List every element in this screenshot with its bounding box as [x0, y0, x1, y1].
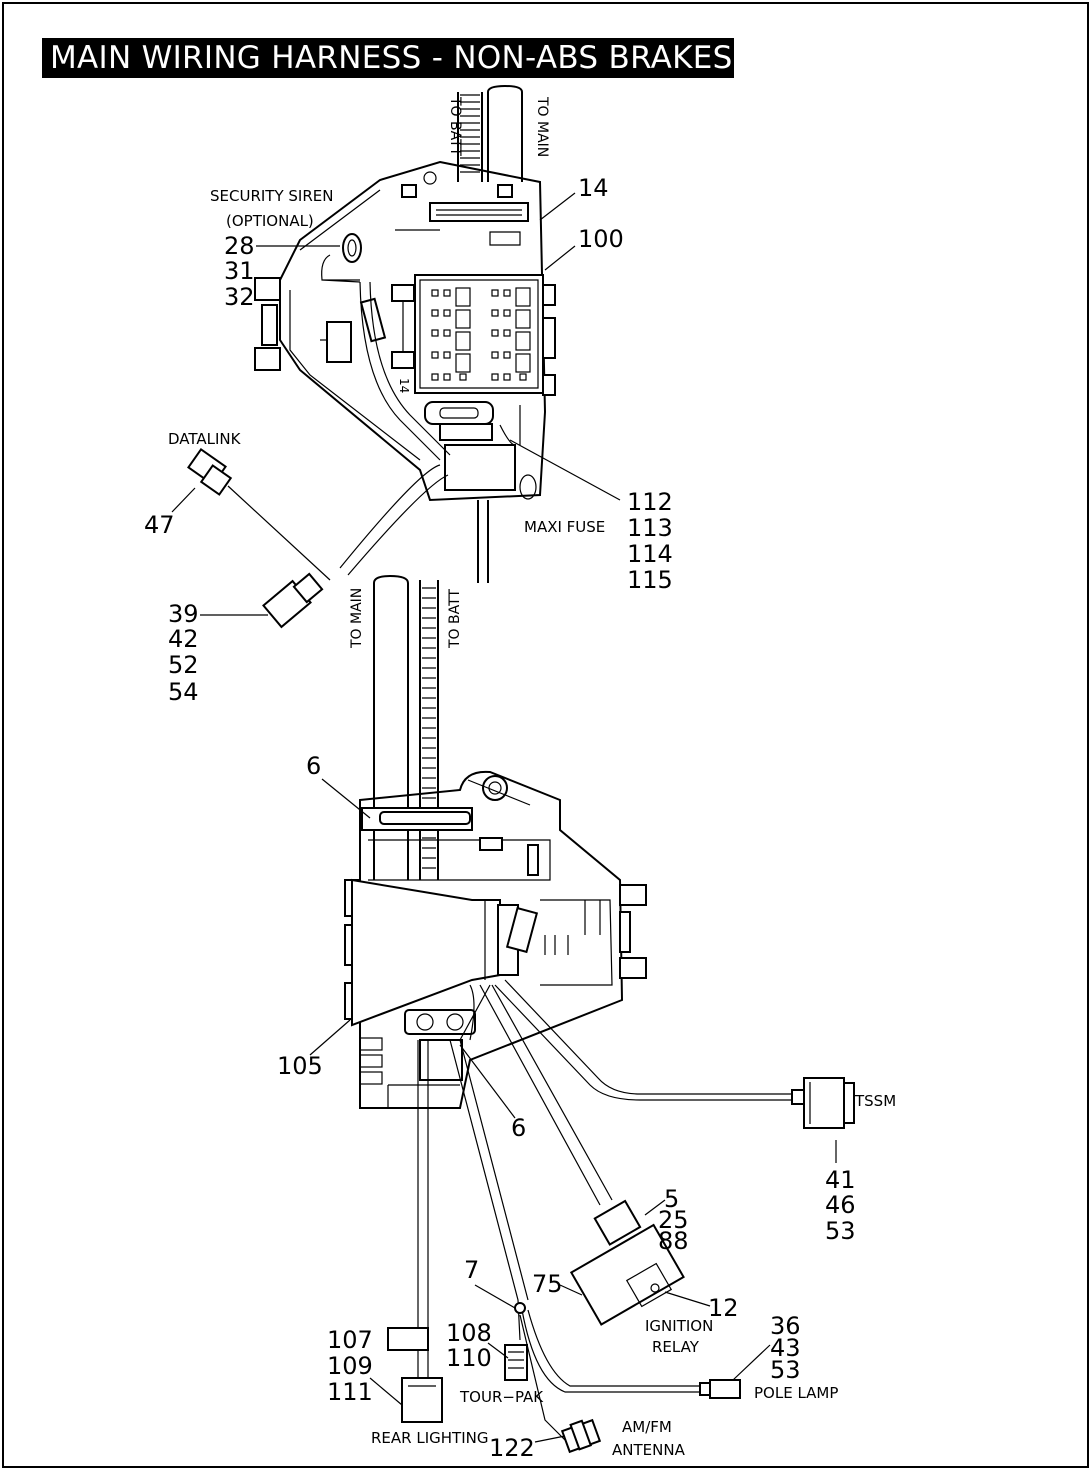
callout-110: 110 — [446, 1344, 492, 1372]
callout-88: 88 — [658, 1227, 689, 1255]
fuse-slots — [431, 287, 531, 381]
datalink-label: DATALINK — [168, 430, 241, 448]
leader-lines — [171, 192, 837, 1443]
callout-115: 115 — [627, 566, 673, 594]
callout-42: 42 — [168, 625, 199, 653]
fuse-block-mark: 14 — [397, 378, 411, 394]
antenna-label: ANTENNA — [612, 1441, 685, 1459]
callout-14: 14 — [578, 174, 609, 202]
datalink-harness — [187, 447, 449, 629]
title-bar — [42, 38, 734, 78]
callout-53-pole-lamp: 53 — [770, 1356, 801, 1384]
relay-label: RELAY — [652, 1338, 699, 1356]
callout-36: 36 — [770, 1312, 801, 1340]
lower-branch-wires — [387, 979, 855, 1454]
callout-12: 12 — [708, 1294, 739, 1322]
callout-111: 111 — [327, 1378, 373, 1406]
callout-114: 114 — [627, 540, 673, 568]
callout-25: 25 — [658, 1206, 689, 1234]
tour-pak-label: TOUR−PAK — [460, 1388, 544, 1406]
maxi-fuse-label: MAXI FUSE — [524, 518, 606, 536]
middle-harness-trunk — [373, 574, 439, 880]
callout-52: 52 — [168, 651, 199, 679]
callout-109: 109 — [327, 1352, 373, 1380]
ignition-label: IGNITION — [645, 1317, 714, 1335]
callout-108: 108 — [446, 1319, 492, 1347]
callout-28: 28 — [224, 232, 255, 260]
callout-32: 32 — [224, 283, 255, 311]
callout-113: 113 — [627, 514, 673, 542]
callout-107: 107 — [327, 1326, 373, 1354]
callout-6-top: 6 — [306, 752, 322, 780]
callout-54: 54 — [168, 678, 199, 706]
callout-100: 100 — [578, 225, 624, 253]
am-fm-label: AM/FM — [622, 1418, 672, 1436]
to-batt-mid-label: TO BATT — [447, 589, 463, 648]
callout-39: 39 — [168, 600, 199, 628]
callout-7: 7 — [464, 1256, 480, 1284]
rear-lighting-label: REAR LIGHTING — [371, 1429, 489, 1447]
to-main-mid-label: TO MAIN — [349, 587, 365, 648]
callout-47: 47 — [144, 511, 175, 539]
page-title: MAIN WIRING HARNESS - NON-ABS BRAKES — [50, 40, 733, 76]
callout-112: 112 — [627, 488, 673, 516]
callout-105: 105 — [277, 1052, 323, 1080]
callout-5: 5 — [664, 1185, 680, 1213]
tssm-label: TSSM — [855, 1092, 897, 1110]
callout-53-tssm: 53 — [825, 1217, 856, 1245]
security-siren-label: SECURITY SIREN — [210, 187, 334, 205]
pole-lamp-label: POLE LAMP — [754, 1384, 839, 1402]
optional-label: (OPTIONAL) — [226, 212, 314, 230]
to-main-top-label: TO MAIN — [534, 97, 550, 158]
callout-75: 75 — [532, 1270, 563, 1298]
callout-41: 41 — [825, 1166, 856, 1194]
callout-46: 46 — [825, 1191, 856, 1219]
callout-122: 122 — [489, 1434, 535, 1462]
lower-housing-assembly — [344, 770, 647, 1109]
to-batt-top-label: TO BATT — [447, 97, 463, 156]
callout-6-bottom: 6 — [511, 1114, 527, 1142]
upper-fuse-block-assembly — [254, 84, 556, 583]
callout-43: 43 — [770, 1334, 801, 1362]
callout-31: 31 — [224, 257, 255, 285]
